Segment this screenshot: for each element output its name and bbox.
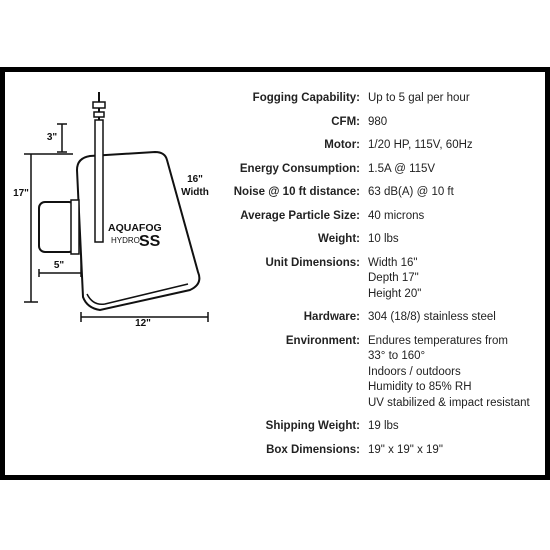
spec-row: Fogging Capability: Up to 5 gal per hour [215,91,540,115]
spec-value-line: 1.5A @ 115V [368,162,436,175]
nozzle-collar [93,111,105,118]
spec-label-text: Average Particle Size: [240,209,360,222]
spec-value-line: Depth 17" [368,272,419,284]
spec-label-text: Shipping Weight: [265,420,360,432]
dim-label-width-value: 16" [187,174,203,185]
spec-value-line: 980 [368,115,388,128]
spec-value-line: 40 microns [368,209,425,222]
spec-label-text: CFM: [331,115,360,128]
spec-label: Weight: [215,232,368,256]
black-frame: AQUAFOG HYDRO SS 3" 16" Width 17" 5" 12"… [0,67,550,480]
spec-label-text: Hardware: [303,311,360,323]
motor-flange [70,199,80,255]
spec-value-line: UV stabilized & impact resistant [368,396,530,409]
spec-value-line: Endures temperatures from [368,334,508,347]
fogger-base-curve [86,283,189,306]
spec-label-text: Motor: [324,139,360,151]
spec-label: Shipping Weight: [215,419,368,443]
product-dimension-diagram: AQUAFOG HYDRO SS 3" 16" Width 17" 5" 12" [13,92,209,329]
spec-label: Fogging Capability: [215,91,368,115]
spec-label-text: Energy Consumption: [239,162,360,175]
spec-value: 10 lbs [368,232,540,256]
brand-model-suffix: SS [139,233,161,250]
spec-value-line: 33° to 160° [368,350,426,362]
spec-label: CFM: [215,115,368,139]
spec-value-line: 19" x 19" x 19" [368,443,443,456]
spec-value: 1.5A @ 115V [368,162,540,186]
spec-row: Motor: 1/20 HP, 115V, 60Hz [215,138,540,162]
spec-value: 19 lbs [368,419,540,443]
spec-label-text: Noise @ 10 ft distance: [233,186,360,198]
spec-label: Energy Consumption: [215,162,368,186]
nozzle-nut [92,101,106,109]
spec-value-line: 1/20 HP, 115V, 60Hz [368,139,473,151]
spec-value-line: Up to 5 gal per hour [368,92,470,104]
spec-value-line: 19 lbs [368,420,399,432]
spec-row: Noise @ 10 ft distance: 63 dB(A) @ 10 ft [215,185,540,209]
spec-label-text: Weight: [318,233,360,245]
spec-row: Average Particle Size: 40 microns [215,209,540,233]
spec-label: Hardware: [215,310,368,334]
dim-label-width-word: Width [181,187,209,198]
spec-value: 980 [368,115,540,139]
nozzle-rod [94,119,104,243]
spec-sheet-panel: AQUAFOG HYDRO SS 3" 16" Width 17" 5" 12"… [5,72,545,475]
spec-value-line: Humidity to 85% RH [368,381,472,393]
dim-label-side: 5" [54,260,65,271]
dim-label-top: 3" [47,132,58,143]
spec-value: 40 microns [368,209,540,233]
dim-label-height: 17" [13,188,29,199]
spec-label: Noise @ 10 ft distance: [215,185,368,209]
spec-row: Energy Consumption: 1.5A @ 115V [215,162,540,186]
spec-row: Weight: 10 lbs [215,232,540,256]
spec-row: Hardware: 304 (18/8) stainless steel [215,310,540,334]
spec-label-text: Fogging Capability: [252,92,360,104]
spec-value: 1/20 HP, 115V, 60Hz [368,138,540,162]
spec-row: Environment: Endures temperatures from 33°… [215,334,540,420]
spec-label: Environment: [215,334,368,420]
spec-value-line: 10 lbs [368,233,399,245]
spec-row: Unit Dimensions: Width 16" Depth 17" Height… [215,256,540,311]
spec-label: Motor: [215,138,368,162]
spec-value-line: Height 20" [368,287,422,300]
spec-value-line: Width 16" [368,256,418,269]
spec-value: Endures temperatures from 33° to 160° Indo… [368,334,540,420]
spec-label: Box Dimensions: [215,443,368,467]
spec-value-line: Indoors / outdoors [368,365,461,378]
spec-value: 63 dB(A) @ 10 ft [368,185,540,209]
brand-model-prefix: HYDRO [111,236,140,245]
spec-row: Shipping Weight: 19 lbs [215,419,540,443]
spec-label-text: Box Dimensions: [266,443,360,456]
spec-value: 19" x 19" x 19" [368,443,540,467]
spec-label: Average Particle Size: [215,209,368,233]
spec-row: CFM: 980 [215,115,540,139]
spec-value: Width 16" Depth 17" Height 20" [368,256,540,311]
spec-label-text: Environment: [285,334,360,347]
spec-value-line: 63 dB(A) @ 10 ft [368,186,454,198]
dim-label-bottom: 12" [135,318,151,329]
spec-label: Unit Dimensions: [215,256,368,311]
spec-row: Box Dimensions: 19" x 19" x 19" [215,443,540,467]
fogger-body [75,150,201,312]
brand-name: AQUAFOG [108,222,162,234]
spec-value-line: 304 (18/8) stainless steel [368,311,496,323]
spec-label-text: Unit Dimensions: [265,256,360,269]
motor-housing [38,201,76,253]
spec-value: 304 (18/8) stainless steel [368,310,540,334]
spec-value: Up to 5 gal per hour [368,91,540,115]
